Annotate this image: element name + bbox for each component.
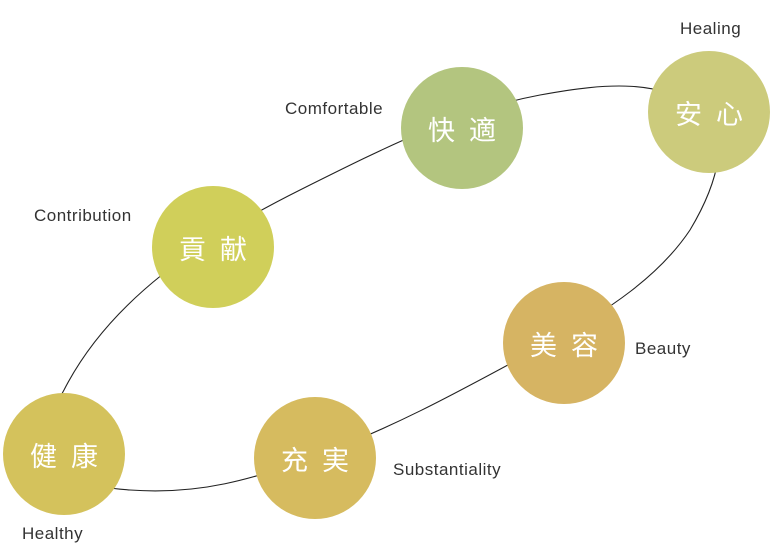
node-biyou: 美容 (503, 282, 625, 404)
node-biyou-text: 美容 (530, 330, 612, 362)
node-kaiteki: 快適 (401, 67, 523, 189)
node-kenkou-text: 健康 (30, 441, 112, 473)
label-contribution: Contribution (34, 206, 132, 225)
node-kaiteki-text: 快適 (428, 115, 510, 147)
label-beauty: Beauty (635, 339, 691, 358)
label-comfortable: Comfortable (285, 99, 384, 118)
node-anshin: 安心 (648, 51, 770, 173)
node-juujitsu: 充実 (254, 397, 376, 519)
node-kenkou: 健康 (3, 393, 125, 515)
node-anshin-text: 安心 (675, 99, 757, 131)
label-substantiality: Substantiality (393, 460, 502, 479)
node-juujitsu-text: 充実 (281, 445, 363, 477)
label-healthy: Healthy (22, 524, 84, 543)
label-healing: Healing (680, 19, 742, 38)
node-kouken-text: 貢献 (179, 234, 261, 266)
node-kouken: 貢献 (152, 186, 274, 308)
